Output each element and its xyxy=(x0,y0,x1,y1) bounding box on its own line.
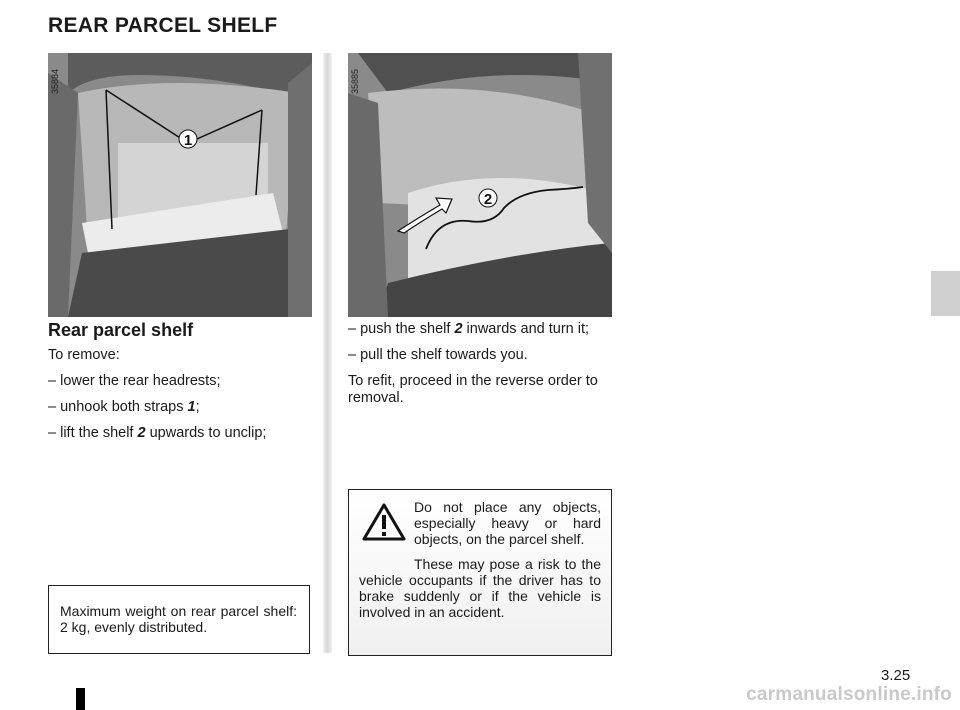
removal-steps-right: – push the shelf 2 inwards and turn it; … xyxy=(348,321,614,416)
step-lift-shelf: – lift the shelf 2 upwards to unclip; xyxy=(48,425,267,441)
figure-strap-removal: 1 35884 xyxy=(48,53,312,317)
chapter-tab xyxy=(931,271,960,316)
step-push-shelf: – push the shelf 2 inwards and turn it; xyxy=(348,321,590,337)
figure-code: 35885 xyxy=(350,68,360,94)
page-number: 3.25 xyxy=(881,667,911,684)
warning-triangle-icon xyxy=(362,503,406,541)
car-boot-illustration: 1 xyxy=(48,53,312,317)
removal-steps-left: To remove: – lower the rear headrests; –… xyxy=(48,347,313,451)
section-heading: Rear parcel shelf xyxy=(48,320,194,340)
refit-text: To refit, proceed in the reverse order t… xyxy=(348,373,598,406)
step-pull-shelf: – pull the shelf towards you. xyxy=(348,347,528,363)
figure-shelf-removal: 2 35885 xyxy=(348,53,612,317)
watermark: carmanualsonline.info xyxy=(746,684,952,705)
warning-text-1: Do not place any objects, especially hea… xyxy=(414,499,601,547)
step-lower-headrests: – lower the rear headrests; xyxy=(48,373,221,389)
parcel-shelf-illustration: 2 xyxy=(348,53,612,317)
warning-text-2: These may pose a risk to the vehicle occ… xyxy=(359,556,601,620)
intro-text: To remove: xyxy=(48,347,120,363)
figure-code: 35884 xyxy=(50,68,60,94)
callout-2: 2 xyxy=(484,191,492,208)
max-weight-note: Maximum weight on rear parcel shelf: 2 k… xyxy=(48,585,310,654)
step-unhook-straps: – unhook both straps 1; xyxy=(48,399,200,415)
page-title: REAR PARCEL SHELF xyxy=(48,14,278,37)
column-divider xyxy=(323,53,332,653)
corner-mark xyxy=(76,688,85,710)
warning-box: Do not place any objects, especially hea… xyxy=(348,489,612,656)
callout-1: 1 xyxy=(184,132,192,149)
